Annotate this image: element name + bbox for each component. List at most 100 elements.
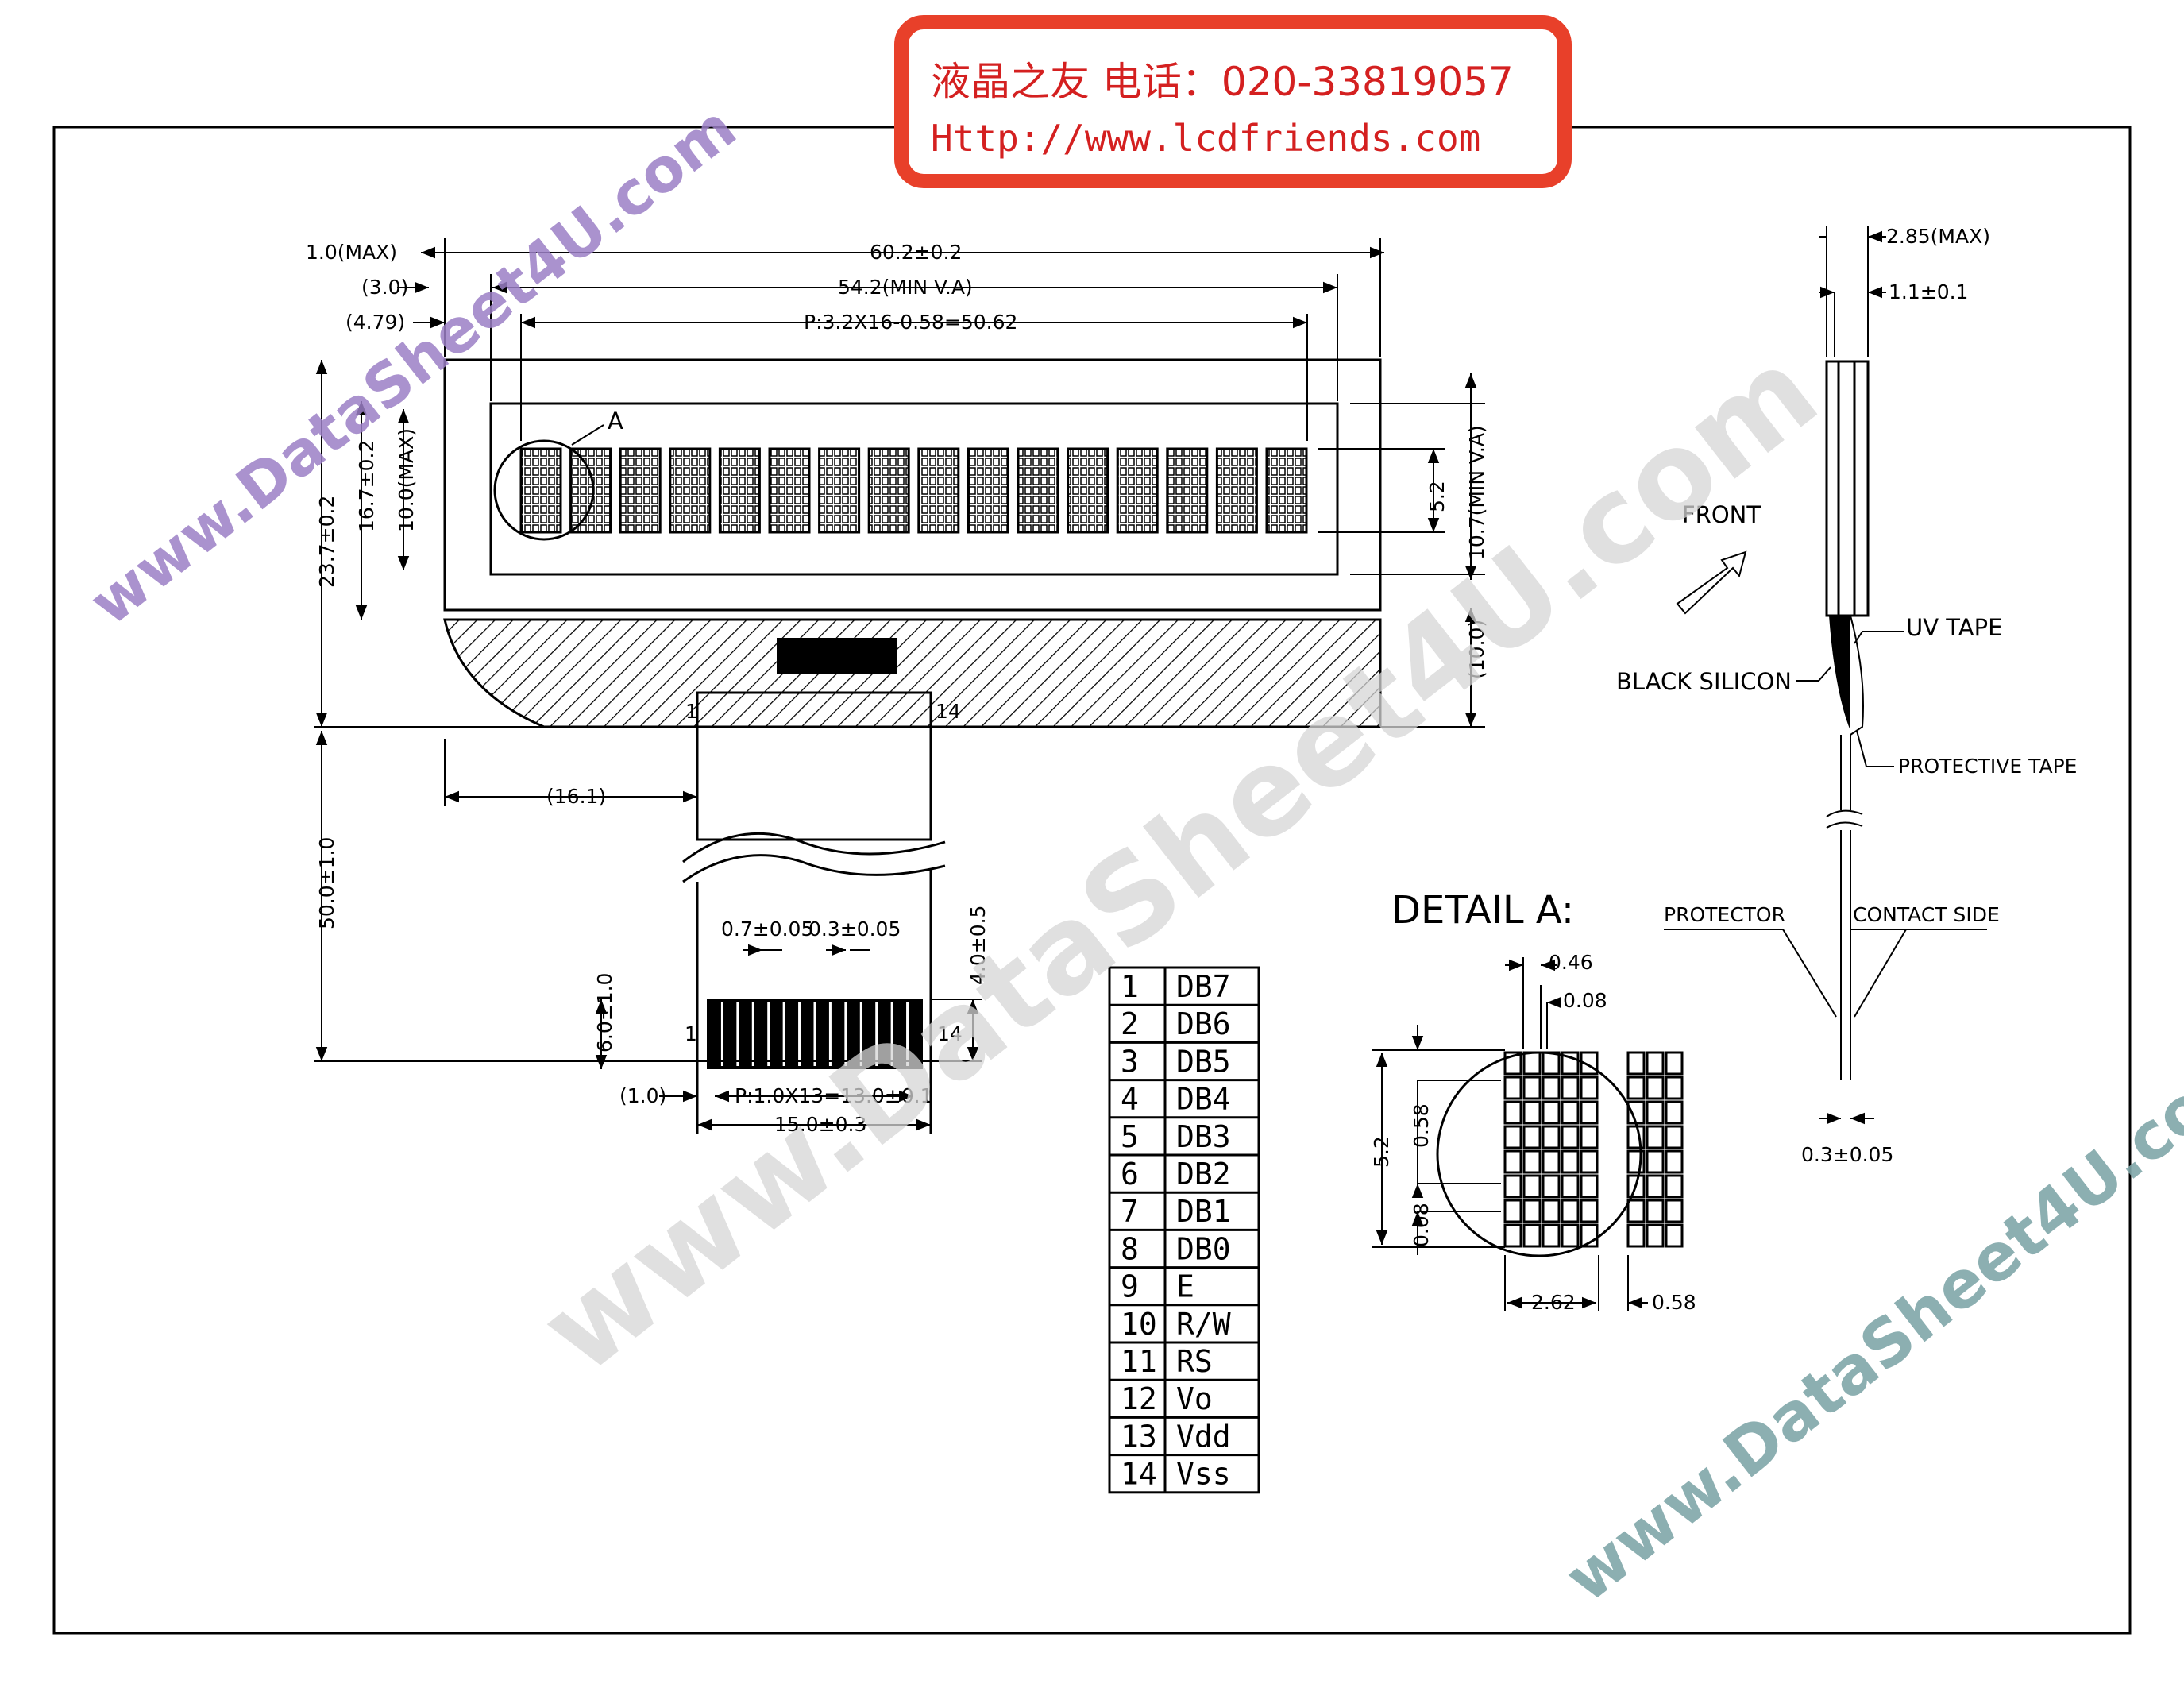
front-view: A 1 14 1 14	[306, 238, 1488, 1136]
dim-va-height: 10.7(MIN V.A)	[1465, 425, 1488, 560]
stamp-line-1: 液晶之友 电话：020-33819057	[931, 59, 1514, 105]
side-view: 2.85(MAX) 1.1±0.1 FRONT UV TAPE BLACK SI…	[1616, 225, 2077, 1166]
detail-dot	[1503, 1174, 1522, 1199]
char-block	[967, 447, 1009, 534]
detail-title: DETAIL A:	[1391, 888, 1574, 933]
side-protective-tape: PROTECTIVE TAPE	[1898, 755, 2077, 778]
pin-signal: DB3	[1176, 1119, 1231, 1154]
pin-signal: R/W	[1176, 1307, 1231, 1342]
detail-dim-008-left: 0.08	[1410, 1203, 1433, 1247]
detail-dot	[1561, 1125, 1580, 1149]
watermark-purple: www.DataSheet4U.com	[76, 91, 749, 639]
detail-dot	[1561, 1149, 1580, 1174]
detail-dot	[1626, 1199, 1646, 1223]
pin-number: 14	[1121, 1457, 1157, 1492]
pin-number: 12	[1121, 1381, 1157, 1416]
char-block	[818, 447, 861, 534]
dim-fpc-length: 50.0±1.0	[315, 837, 338, 929]
pin-signal: Vss	[1176, 1457, 1231, 1492]
detail-dot	[1665, 1125, 1684, 1149]
detail-dot	[1580, 1076, 1599, 1100]
detail-dot	[1646, 1199, 1665, 1223]
dim-overall-width: 60.2±0.2	[870, 241, 962, 264]
stamp-line-2: Http://www.lcdfriends.com	[931, 117, 1480, 160]
detail-dot	[1626, 1149, 1646, 1174]
dim-fpc-width: 15.0±0.3	[774, 1113, 866, 1136]
dim-char-height: 5.2	[1426, 481, 1449, 512]
fpc-break	[682, 832, 946, 883]
dim-fpc-pitch: P:1.0X13=13.0±0.1	[735, 1084, 933, 1107]
detail-dot	[1626, 1100, 1646, 1125]
detail-dot	[1561, 1174, 1580, 1199]
detail-dot	[1522, 1076, 1542, 1100]
fpc-pin-1: 1	[685, 1022, 697, 1045]
dim-lead-width: 0.7±0.05	[721, 917, 813, 941]
dim-height-10max: 10.0(MAX)	[395, 428, 418, 532]
detail-dot	[1542, 1149, 1561, 1174]
ic-chip	[777, 638, 897, 674]
dim-edge: (1.0)	[619, 1084, 666, 1107]
side-max-thick: 2.85(MAX)	[1886, 225, 1990, 248]
pin-number: 9	[1121, 1269, 1139, 1304]
dim-fpc-offset: (16.1)	[546, 785, 606, 808]
lcd-viewing-area	[489, 402, 1339, 576]
detail-dot	[1665, 1051, 1684, 1076]
detail-dot	[1522, 1051, 1542, 1076]
detail-dot	[1626, 1125, 1646, 1149]
pin-signal: Vdd	[1176, 1419, 1231, 1454]
detail-dot	[1542, 1051, 1561, 1076]
dim-pitch-width: P:3.2X16-0.58=50.62	[804, 311, 1017, 334]
fpc-top	[696, 691, 932, 841]
detail-dim-058-v: 0.58	[1410, 1103, 1433, 1148]
detail-dot	[1580, 1100, 1599, 1125]
pin-signal: DB0	[1176, 1231, 1231, 1266]
side-fpc-thick: 0.3±0.05	[1801, 1143, 1893, 1166]
pin-signal: DB5	[1176, 1044, 1231, 1079]
detail-dot	[1580, 1149, 1599, 1174]
detail-dot	[1542, 1199, 1561, 1223]
char-block	[1116, 447, 1159, 534]
side-black-silicon-label: BLACK SILICON	[1616, 668, 1792, 695]
detail-dot	[1646, 1076, 1665, 1100]
side-glass	[1825, 360, 1870, 617]
detail-dot	[1580, 1174, 1599, 1199]
detail-dot	[1503, 1223, 1522, 1248]
detail-dot	[1503, 1199, 1522, 1223]
hatched-cob-area	[443, 618, 1382, 728]
detail-dot	[1522, 1174, 1542, 1199]
detail-dot	[1665, 1174, 1684, 1199]
fpc-lead-gaps	[720, 1002, 909, 1066]
detail-dot	[1503, 1076, 1522, 1100]
pin-number: 5	[1121, 1119, 1139, 1154]
detail-dot	[1542, 1125, 1561, 1149]
side-glass-thick: 1.1±0.1	[1889, 280, 1968, 303]
detail-dot	[1522, 1199, 1542, 1223]
pin-number: 3	[1121, 1044, 1139, 1079]
detail-dot	[1561, 1223, 1580, 1248]
detail-a-circle	[493, 439, 595, 541]
detail-dot	[1522, 1149, 1542, 1174]
char-block	[1265, 447, 1308, 534]
detail-dot	[1503, 1149, 1522, 1174]
detail-dot	[1542, 1174, 1561, 1199]
pin-number: 6	[1121, 1157, 1139, 1192]
detail-dot	[1503, 1100, 1522, 1125]
char-block	[867, 447, 910, 534]
dim-lead-length: 4.0±0.5	[967, 906, 990, 985]
side-black-silicon	[1829, 616, 1850, 731]
pin-signal: DB4	[1176, 1082, 1231, 1117]
fpc-pin-14-top: 14	[936, 700, 961, 723]
detail-dot	[1665, 1076, 1684, 1100]
detail-dot	[1542, 1100, 1561, 1125]
dim-479: (4.79)	[345, 311, 405, 334]
side-contact-side: CONTACT SIDE	[1853, 903, 2000, 926]
fpc-pin-1-top: 1	[685, 700, 698, 723]
side-protector: PROTECTOR	[1664, 903, 1785, 926]
detail-dot	[1522, 1100, 1542, 1125]
detail-dot	[1503, 1051, 1522, 1076]
detail-dot	[1580, 1125, 1599, 1149]
pin-number: 10	[1121, 1307, 1157, 1342]
dim-max-1: 1.0(MAX)	[306, 241, 397, 264]
dim-overall-height: 23.7±0.2	[315, 496, 338, 588]
pin-signal: RS	[1176, 1344, 1213, 1379]
